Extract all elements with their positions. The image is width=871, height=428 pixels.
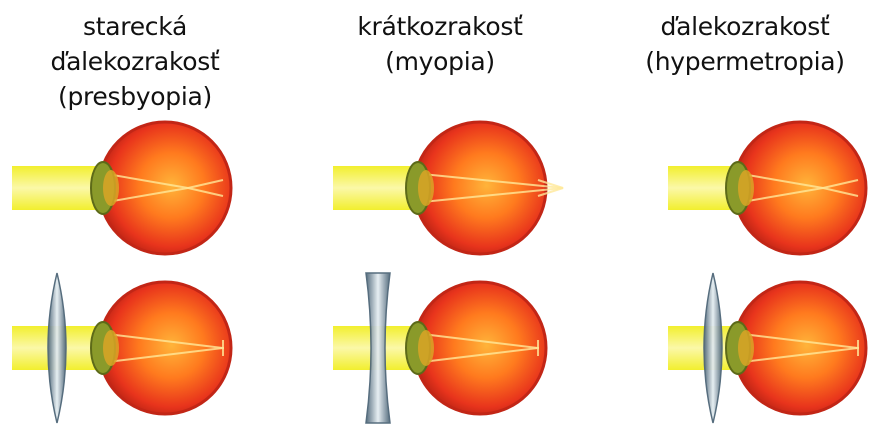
eye-lens: [103, 170, 119, 206]
eye-hypermetropia-corrected: [668, 282, 866, 414]
eye-myopia-uncorrected: [333, 122, 563, 254]
eye-lens: [418, 330, 434, 366]
eye-lens: [738, 170, 754, 206]
convex-correction-lens-presbyopia: [48, 273, 66, 423]
eye-lens: [103, 330, 119, 366]
eye-myopia-corrected: [333, 282, 546, 414]
eye-presbyopia-corrected: [12, 282, 231, 414]
eye-lens: [418, 170, 434, 206]
eye-lens: [738, 330, 754, 366]
eye-presbyopia-uncorrected: [12, 122, 231, 254]
eye-hypermetropia-uncorrected: [668, 122, 866, 254]
convex-correction-lens-hypermetropia: [704, 273, 722, 423]
